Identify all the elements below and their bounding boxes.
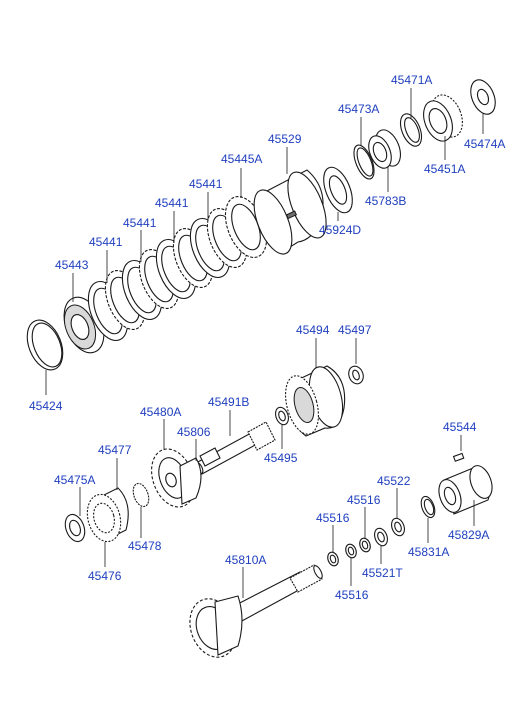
sleeve-45829A <box>438 465 493 515</box>
label-45831A: 45831A <box>408 545 449 559</box>
label-45451A: 45451A <box>424 162 465 176</box>
washer-45516-upper <box>359 537 371 553</box>
label-45477: 45477 <box>98 443 132 457</box>
label-45473A: 45473A <box>338 102 379 116</box>
ring-45495 <box>275 406 289 426</box>
label-45529: 45529 <box>268 132 302 146</box>
washer-45522 <box>391 517 405 537</box>
output-shaft-45810A <box>189 564 323 658</box>
label-45475A: 45475A <box>54 473 95 487</box>
label-45924D: 45924D <box>319 223 361 237</box>
label-45474A: 45474A <box>464 137 505 151</box>
label-45806: 45806 <box>177 425 211 439</box>
leader-lines <box>45 88 484 598</box>
label-45516-c: 45516 <box>335 588 369 602</box>
label-45495: 45495 <box>264 451 298 465</box>
label-45810A: 45810A <box>225 553 266 567</box>
snap-ring-45831A <box>420 495 436 519</box>
washer-45516-middle <box>345 543 357 559</box>
label-45516-a: 45516 <box>347 493 381 507</box>
label-45522: 45522 <box>377 474 411 488</box>
thrust-washer-45924D <box>323 166 353 214</box>
label-45480A: 45480A <box>140 405 181 419</box>
snap-ring-45424 <box>26 319 64 371</box>
hub-45783B <box>368 129 401 169</box>
label-45829A: 45829A <box>448 528 489 542</box>
label-45441-a: 45441 <box>189 177 223 191</box>
label-45521T: 45521T <box>362 566 403 580</box>
sun-gear-45806 <box>199 447 221 467</box>
label-45443: 45443 <box>55 258 89 272</box>
label-45441-c: 45441 <box>123 216 157 230</box>
carrier-gear-45480A <box>151 448 202 508</box>
clutch-drum-45529 <box>253 169 327 255</box>
washer-45497 <box>348 365 364 385</box>
gear-45451A <box>423 94 463 142</box>
snap-ring-45471A <box>399 113 423 147</box>
bearing-45478 <box>132 482 150 508</box>
washer-45521T <box>374 527 388 547</box>
label-45471A: 45471A <box>391 73 432 87</box>
washer-45475A <box>64 513 86 543</box>
label-45441-b: 45441 <box>155 196 189 210</box>
snap-ring-45473A <box>353 144 375 180</box>
clutch-disc-stack <box>87 196 268 341</box>
washer-45474A <box>470 79 496 115</box>
label-45424: 45424 <box>29 399 63 413</box>
label-45494: 45494 <box>296 323 330 337</box>
washer-45516-lower <box>327 551 339 567</box>
gear-45476 <box>86 487 129 543</box>
label-45491B: 45491B <box>208 395 249 409</box>
label-45783B: 45783B <box>365 194 406 208</box>
label-45544: 45544 <box>443 420 477 434</box>
pin-45544 <box>452 452 465 462</box>
label-45476: 45476 <box>88 569 122 583</box>
annulus-gear-45494 <box>285 365 346 437</box>
label-45516-b: 45516 <box>316 511 350 525</box>
part-labels: 45471A 45473A 45529 45445A 45441 45441 4… <box>29 73 505 602</box>
label-45441-d: 45441 <box>89 235 123 249</box>
label-45445A: 45445A <box>221 152 262 166</box>
label-45478: 45478 <box>128 539 162 553</box>
label-45497: 45497 <box>338 323 372 337</box>
